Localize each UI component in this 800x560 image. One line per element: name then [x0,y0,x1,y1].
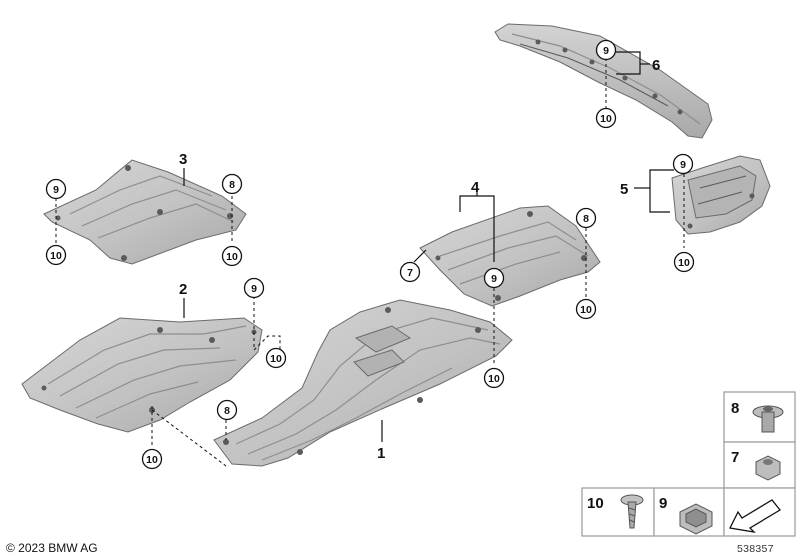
svg-text:10: 10 [580,304,592,316]
callout-8[interactable]: 8 [216,399,238,421]
callout-10[interactable]: 10 [265,347,287,369]
svg-text:9: 9 [251,283,257,295]
callout-10[interactable]: 10 [575,298,597,320]
clip-nut-icon [679,503,713,535]
part-label-1: 1 [377,445,385,462]
part-label-4: 4 [471,179,480,196]
callout-9[interactable]: 9 [672,153,694,175]
part-label-3: 3 [179,151,187,168]
part-labels: 1 2 3 4 5 6 [179,57,660,462]
callout-7[interactable]: 7 [399,261,421,283]
svg-text:10: 10 [226,251,238,263]
screw-icon [620,494,644,529]
callout-10[interactable]: 10 [141,448,163,470]
copyright-text: © 2023 BMW AG [6,541,98,555]
svg-text:10: 10 [270,353,282,365]
nut-icon [752,405,784,433]
callout-8[interactable]: 8 [575,207,597,229]
part-label-6: 6 [652,57,660,74]
svg-text:10: 10 [678,257,690,269]
callout-9[interactable]: 9 [595,39,617,61]
callout-9[interactable]: 9 [243,277,265,299]
part-label-5: 5 [620,181,628,198]
callout-10[interactable]: 10 [673,251,695,273]
legend-item-10[interactable]: 10 [581,487,655,537]
hex-nut-icon [755,455,781,481]
part-4-panel[interactable] [419,205,601,307]
part-label-2: 2 [179,281,187,298]
leader-lines [55,51,685,467]
svg-text:10: 10 [146,454,158,466]
callout-8[interactable]: 8 [221,173,243,195]
svg-text:9: 9 [491,273,497,285]
callout-10[interactable]: 10 [595,107,617,129]
part-6-rear-cover[interactable] [494,23,713,139]
part-1-panel[interactable] [213,299,513,467]
svg-text:9: 9 [53,184,59,196]
svg-text:9: 9 [680,159,686,171]
svg-text:8: 8 [583,213,589,225]
svg-text:9: 9 [659,495,667,512]
callout-10[interactable]: 10 [483,367,505,389]
callouts: 9 10 9 10 9 8 10 10 8 7 9 10 10 9 10 10 … [45,39,695,470]
callout-10[interactable]: 10 [221,245,243,267]
svg-text:7: 7 [407,267,413,279]
legend-item-7[interactable]: 7 [723,441,796,489]
svg-text:10: 10 [488,373,500,385]
legend-item-8[interactable]: 8 [723,391,796,443]
callout-9[interactable]: 9 [45,178,67,200]
callout-10[interactable]: 10 [45,244,67,266]
svg-text:8: 8 [224,405,230,417]
svg-text:9: 9 [603,45,609,57]
svg-text:10: 10 [50,250,62,262]
part-5-bracket[interactable] [671,155,771,235]
svg-text:8: 8 [229,179,235,191]
part-2-panel[interactable] [21,317,263,433]
legend-item-arrow[interactable] [723,487,796,537]
svg-text:8: 8 [731,400,739,417]
svg-text:7: 7 [731,449,739,466]
svg-text:10: 10 [600,113,612,125]
document-number: 538357 [737,543,774,555]
callout-9[interactable]: 9 [483,267,505,289]
legend-item-9[interactable]: 9 [653,487,725,537]
part-3-panel[interactable] [43,159,247,265]
direction-arrow-icon [729,499,781,533]
svg-text:10: 10 [587,495,604,512]
